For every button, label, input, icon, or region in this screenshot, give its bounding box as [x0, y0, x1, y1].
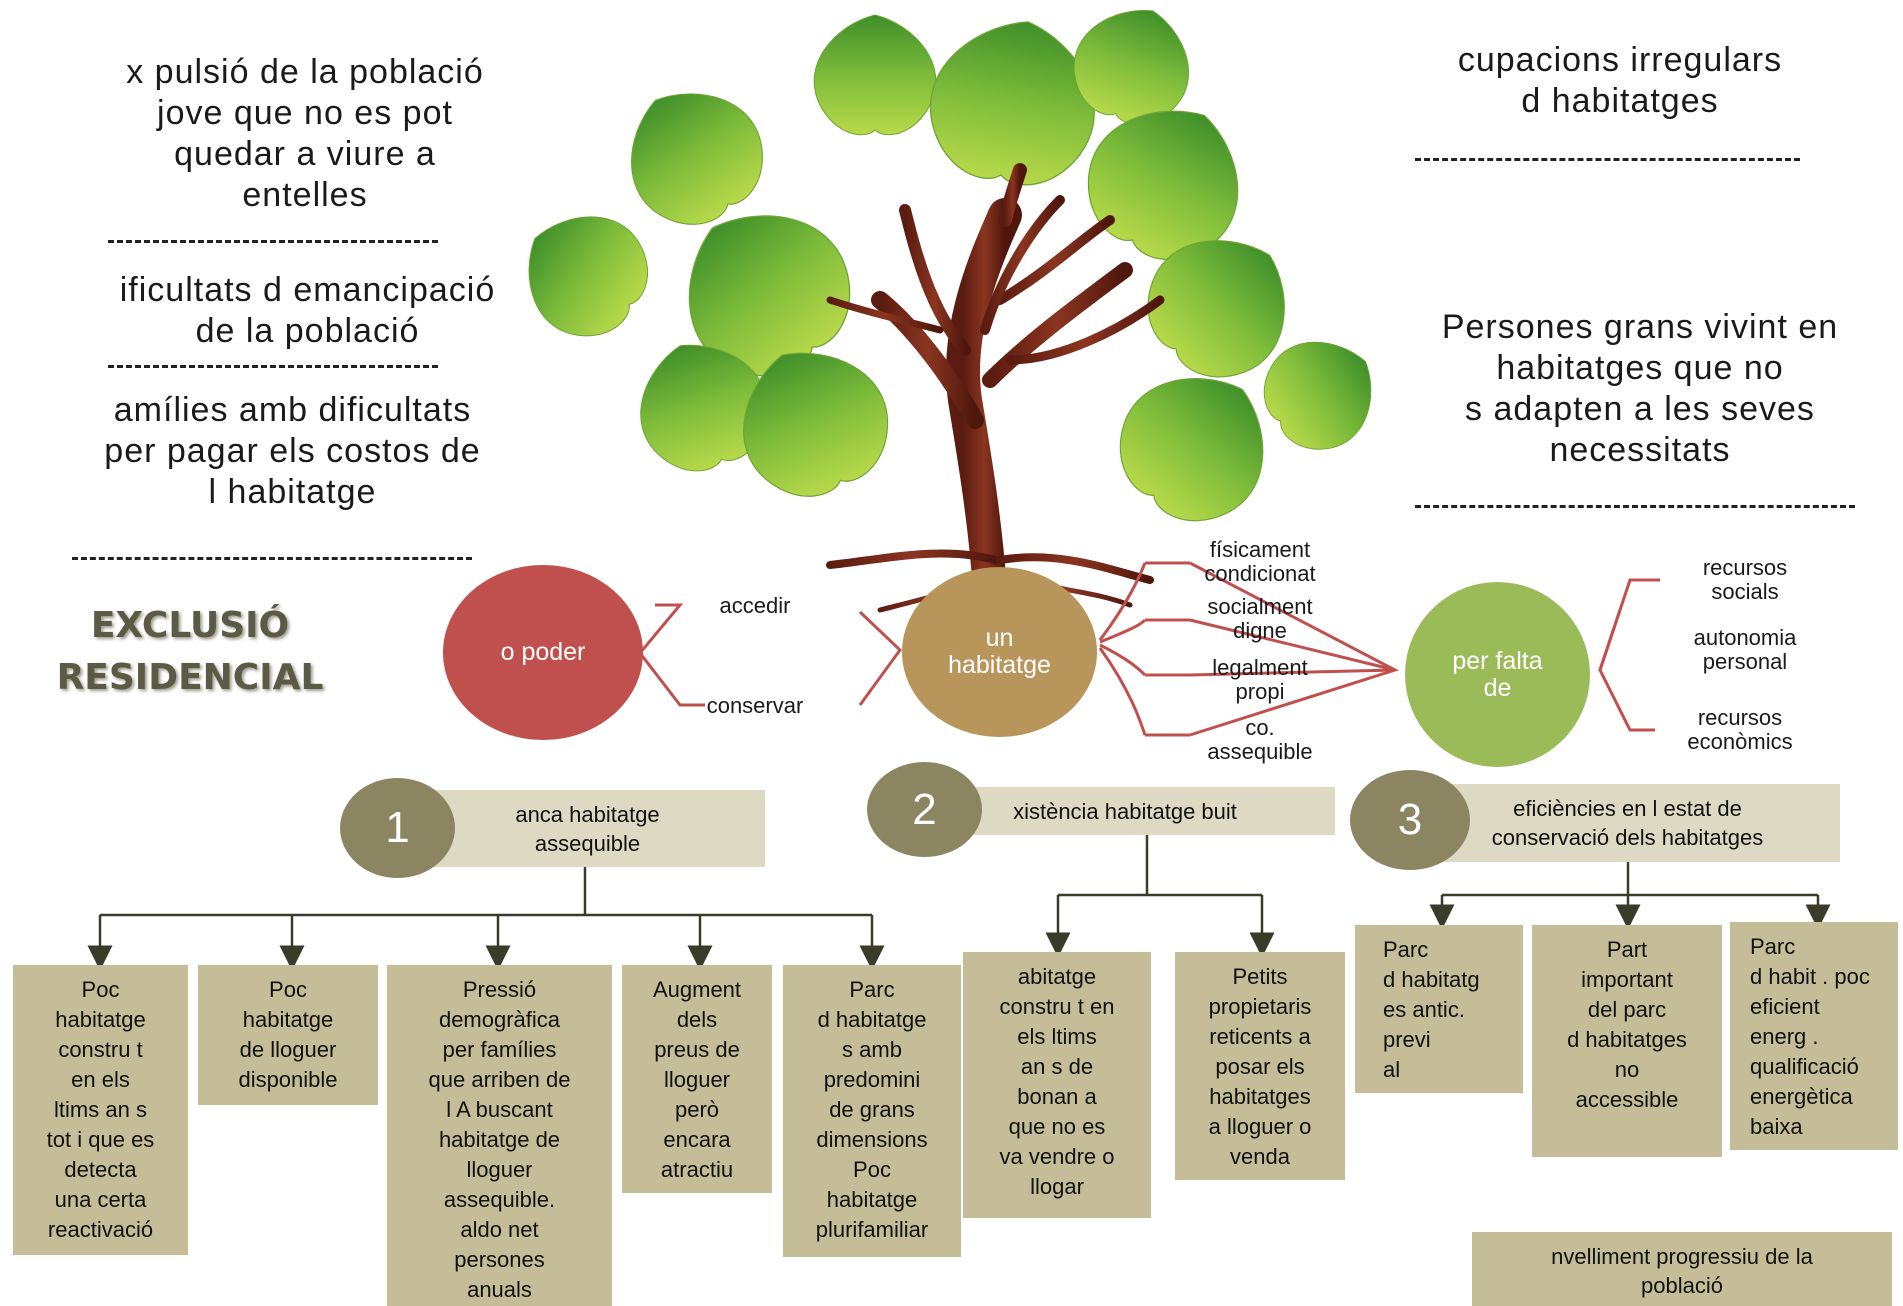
title-line-1: EXCLUSIÓ	[90, 605, 290, 646]
leaf	[640, 344, 768, 472]
habitatge-circle: un habitatge	[902, 567, 1097, 737]
leaf	[631, 93, 763, 225]
cause-3-label: eficiències en l estat de conservació de…	[1415, 784, 1840, 862]
quality-socialment: socialment digne	[1207, 594, 1313, 643]
leaf	[688, 215, 851, 377]
tree-trunk	[826, 163, 1165, 613]
resource-economics: recursos econòmics	[1687, 705, 1793, 754]
resource-autonomia: autonomia personal	[1693, 625, 1797, 674]
divider	[108, 240, 438, 243]
resource-socials: recursos socials	[1702, 555, 1788, 604]
quality-assequible: co. assequible	[1207, 715, 1313, 764]
verb-accedir: accedir	[719, 593, 791, 618]
cause-1-item: Augment dels preus de lloguer però encar…	[622, 965, 772, 1193]
left-text-expulsio: x pulsió de la població jove que no es p…	[126, 53, 484, 214]
leaf	[528, 216, 649, 337]
cause-3-number: 3	[1350, 770, 1470, 870]
cause-1-label: anca habitatge assequible	[410, 790, 765, 867]
leaf	[743, 352, 889, 497]
divider	[1415, 505, 1855, 508]
cause-1-item: Poc habitatge de lloguer disponible	[198, 965, 378, 1105]
left-text-families: amílies amb dificultats per pagar els co…	[104, 391, 481, 511]
leaf	[813, 14, 937, 136]
divider	[72, 557, 472, 560]
leaf	[1087, 110, 1239, 261]
cause-2-label: xistència habitatge buit	[915, 787, 1335, 835]
cause-2-item: Petits propietaris reticents a posar els…	[1175, 952, 1345, 1180]
cause-3-item: Parc d habitatg es antic. previ al	[1355, 925, 1523, 1093]
cause-1-item: Pressió demogràfica per famílies que arr…	[387, 965, 612, 1306]
leaf	[1147, 240, 1285, 378]
cause-2-number: 2	[867, 762, 982, 857]
leaf	[1119, 378, 1264, 522]
brackets	[638, 561, 1660, 737]
leaf	[1263, 341, 1372, 450]
cause-1-number: 1	[340, 778, 455, 878]
diagram-title: EXCLUSIÓ RESIDENCIAL	[55, 600, 325, 704]
tree-connectors	[87, 835, 1831, 971]
tree-leaves	[528, 9, 1372, 522]
cause-3-item: Parc d habit . poc eficient energ . qual…	[1730, 922, 1898, 1150]
quality-fisicament: físicament condicionat	[1204, 537, 1316, 586]
cause-3-item: Part important del parc d habitatges no …	[1532, 925, 1722, 1157]
right-text-ocupacions: cupacions irregulars d habitatges	[1457, 41, 1783, 120]
envelliment-box: nvelliment progressiu de la població	[1472, 1232, 1892, 1306]
no-poder-circle: o poder	[443, 565, 643, 740]
cause-1-item: Parc d habitatge s amb predomini de gran…	[783, 965, 961, 1257]
title-line-2: RESIDENCIAL	[56, 657, 324, 698]
divider	[1415, 158, 1800, 161]
falta-circle: per falta de	[1405, 582, 1590, 767]
quality-legalment: legalment propi	[1212, 655, 1308, 704]
leaf	[1073, 9, 1189, 125]
cause-2-item: abitatge constru t en els ltims an s de …	[963, 952, 1151, 1218]
verb-conservar: conservar	[706, 693, 804, 718]
right-text-persones-grans: Persones grans vivint en habitatges que …	[1441, 308, 1839, 469]
cause-1-item: Poc habitatge constru t en els ltims an …	[13, 965, 188, 1255]
divider	[108, 365, 438, 368]
left-text-emancipacio: ificultats d emancipació de la població	[119, 271, 496, 350]
